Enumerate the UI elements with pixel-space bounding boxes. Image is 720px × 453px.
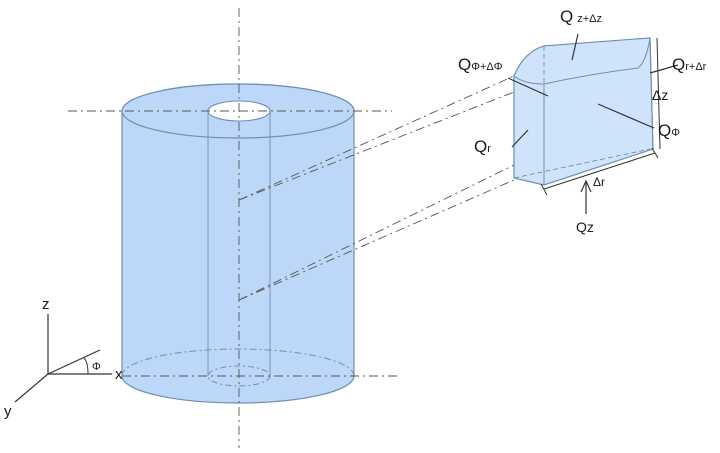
q-z-dz-leader	[571, 33, 579, 61]
dr-tick-right	[651, 147, 659, 159]
dz-dimension-line	[656, 37, 661, 150]
y-axis-label: y	[4, 403, 12, 420]
x-axis-label: x	[115, 366, 123, 383]
dr-dimension-line	[543, 152, 656, 190]
element-top-face	[513, 37, 651, 85]
y-axis	[14, 373, 49, 403]
dr-label: Δr	[593, 175, 605, 189]
projection-line-4	[238, 179, 515, 301]
phi-arc	[83, 357, 89, 375]
element-right-edge	[649, 37, 654, 150]
q-z-arrowhead	[580, 179, 592, 193]
element-hidden-edge	[513, 148, 651, 179]
phi-angle-label: Φ	[92, 361, 101, 373]
q-phi-label: QΦ	[658, 121, 680, 140]
q-phi-dphi-label: QΦ+ΔΦ	[458, 55, 503, 74]
dr-tick-left	[540, 183, 548, 196]
q-r-dr-leader	[649, 64, 679, 74]
q-phi-dphi-leader	[507, 77, 549, 97]
flux-arrows	[507, 33, 679, 214]
differential-element	[513, 37, 654, 186]
center-lines	[68, 8, 400, 448]
projection-line-3	[238, 164, 515, 301]
z-axis-label: z	[42, 296, 50, 313]
phi-ray	[47, 349, 101, 375]
q-r-leader	[511, 129, 529, 148]
projection-lines	[238, 75, 515, 301]
coordinate-axes	[14, 314, 112, 403]
cylinder	[121, 83, 355, 404]
q-phi-leader	[597, 103, 655, 129]
q-z-label: Qz	[576, 219, 594, 235]
projection-line-2	[238, 91, 515, 201]
q-r-label: Qr	[474, 137, 491, 156]
projection-line-1	[238, 75, 515, 201]
dz-label: Δz	[652, 87, 668, 103]
q-r-dr-label: Qr+Δr	[672, 55, 707, 74]
cylinder-bottom-hidden-edge	[121, 348, 355, 377]
dimension-markers	[540, 37, 661, 196]
